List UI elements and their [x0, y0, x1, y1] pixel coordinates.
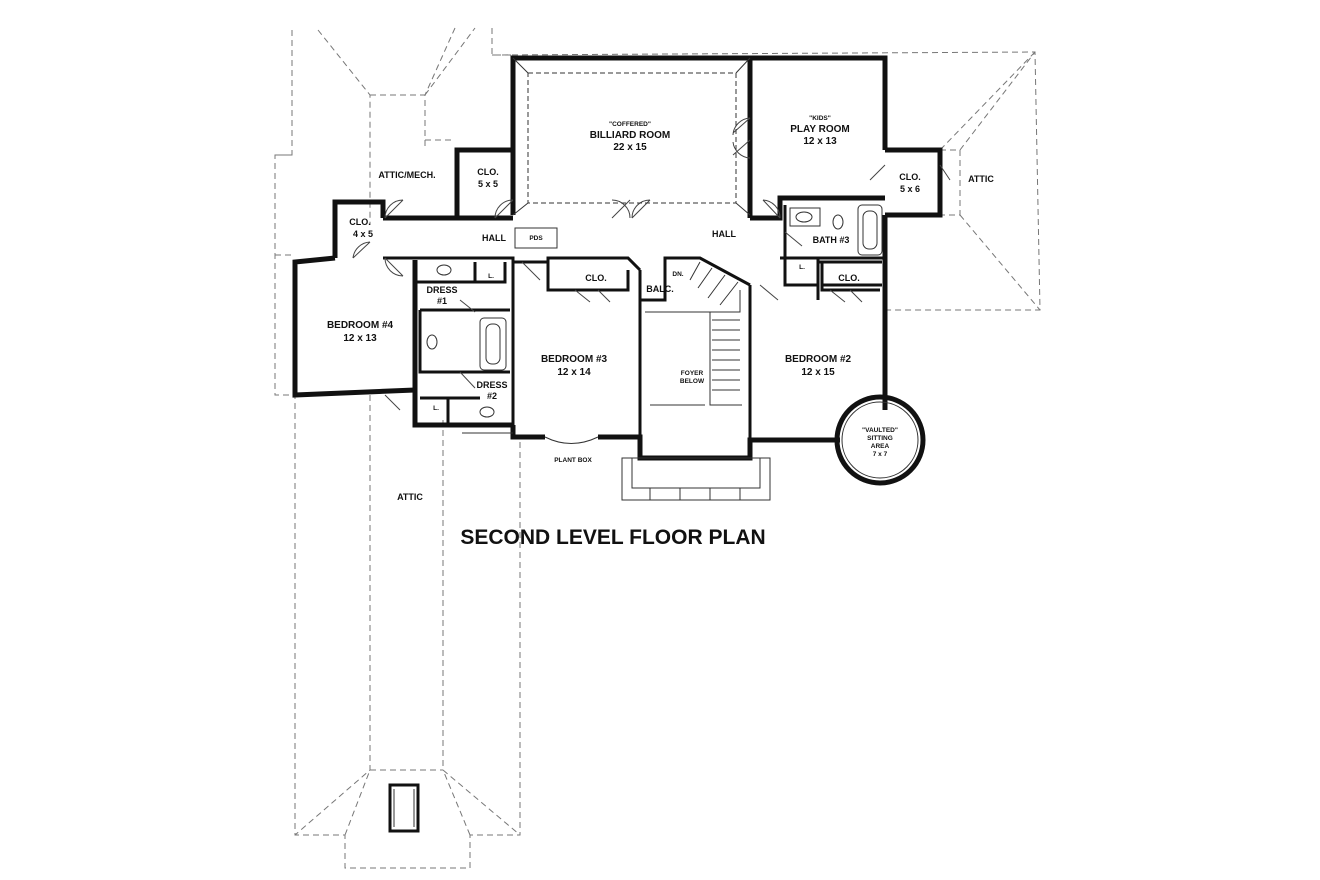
clo-5x5-size: 5 x 5 — [478, 179, 498, 189]
playroom-size: 12 x 13 — [803, 136, 837, 147]
sitting-size: 7 x 7 — [873, 451, 888, 458]
balc-label: BALC. — [646, 284, 674, 294]
linen-label-1: L. — [488, 273, 494, 280]
clo-5x6-size: 5 x 6 — [900, 184, 920, 194]
dress2-line2: #2 — [487, 391, 497, 401]
dn-label: DN. — [672, 271, 683, 278]
interior-walls — [383, 205, 885, 458]
billiard-room-size: 22 x 15 — [613, 142, 647, 153]
room-labels: "COFFERED" BILLIARD ROOM 22 x 15 "KIDS" … — [327, 115, 898, 458]
attic-mech-label: ATTIC/MECH. — [378, 170, 435, 180]
clo-5x5-label: CLO. — [477, 167, 499, 177]
bath3-name: BATH #3 — [813, 235, 850, 245]
dress2-line1: DRESS — [476, 380, 507, 390]
plant-box-label: PLANT BOX — [554, 457, 592, 464]
playroom-note: "KIDS" — [809, 115, 831, 122]
misc-labels: ATTIC/MECH. ATTIC ATTIC HALL HALL PDS BA… — [349, 167, 994, 502]
clo-bedroom2-label: CLO. — [838, 273, 860, 283]
clo-4x5-label: CLO. — [349, 217, 371, 227]
billiard-room-name: BILLIARD ROOM — [590, 130, 671, 141]
hall-left-label: HALL — [482, 233, 506, 243]
exterior-walls — [292, 55, 943, 486]
dress1-line1: DRESS — [426, 285, 457, 295]
bedroom2-name: BEDROOM #2 — [785, 354, 852, 365]
sitting-area: AREA — [871, 443, 890, 450]
bedroom4-size: 12 x 13 — [343, 333, 377, 344]
attic-bottom-label: ATTIC — [397, 492, 423, 502]
dress1-line2: #1 — [437, 296, 447, 306]
pds-label: PDS — [529, 235, 543, 242]
roof-vent — [388, 783, 420, 833]
billiard-note: "COFFERED" — [609, 121, 651, 128]
bedroom3-name: BEDROOM #3 — [541, 354, 608, 365]
plan-title: SECOND LEVEL FLOOR PLAN — [460, 526, 765, 549]
foyer-line1: FOYER — [681, 370, 704, 377]
foyer-line2: BELOW — [680, 378, 705, 385]
bedroom3-size: 12 x 14 — [557, 367, 591, 378]
sitting-note: "VAULTED" — [862, 427, 898, 434]
doors-and-fixtures — [352, 57, 951, 501]
clo-5x6-label: CLO. — [899, 172, 921, 182]
attic-right-label: ATTIC — [968, 174, 994, 184]
linen-label-3: L. — [433, 405, 439, 412]
attic-roof-lines — [274, 27, 1041, 869]
bedroom4-name: BEDROOM #4 — [327, 320, 394, 331]
clo-4x5-size: 4 x 5 — [353, 229, 373, 239]
clo-bedroom3-label: CLO. — [585, 273, 607, 283]
hall-right-label: HALL — [712, 229, 736, 239]
playroom-name: PLAY ROOM — [790, 124, 849, 135]
linen-label-2: L. — [799, 264, 805, 271]
bedroom2-size: 12 x 15 — [801, 367, 835, 378]
sitting-name: SITTING — [867, 435, 893, 442]
